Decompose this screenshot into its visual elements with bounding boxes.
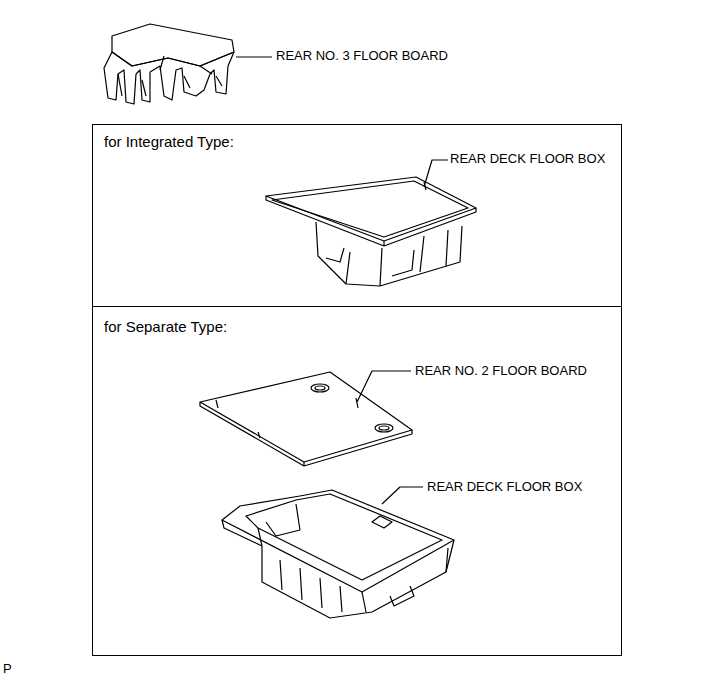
part-name: REAR NO. 3 FLOOR BOARD <box>275 49 449 64</box>
leader-line <box>357 371 411 402</box>
page-mark: P <box>2 662 13 677</box>
part-name: REAR DECK FLOOR BOX <box>449 152 606 167</box>
variant-panel: for Integrated Type: REAR DECK FLOOR BOX <box>92 124 622 307</box>
separate-floor-box-figure <box>222 490 454 618</box>
variant-panel: for Separate Type: REAR NO. 2 FLOOR BOARD… <box>92 306 622 656</box>
floor-board-3-figure <box>104 24 234 104</box>
type-heading: for Integrated Type: <box>103 133 235 150</box>
leader-line <box>236 56 272 57</box>
integrated-floor-box-figure <box>266 177 476 286</box>
floor-board-2-figure <box>200 372 412 466</box>
part-name: REAR DECK FLOOR BOX <box>426 480 583 495</box>
type-heading: for Separate Type: <box>103 318 228 335</box>
part-name: REAR NO. 2 FLOOR BOARD <box>414 364 588 379</box>
leader-line <box>382 487 423 504</box>
leader-line <box>424 160 448 187</box>
